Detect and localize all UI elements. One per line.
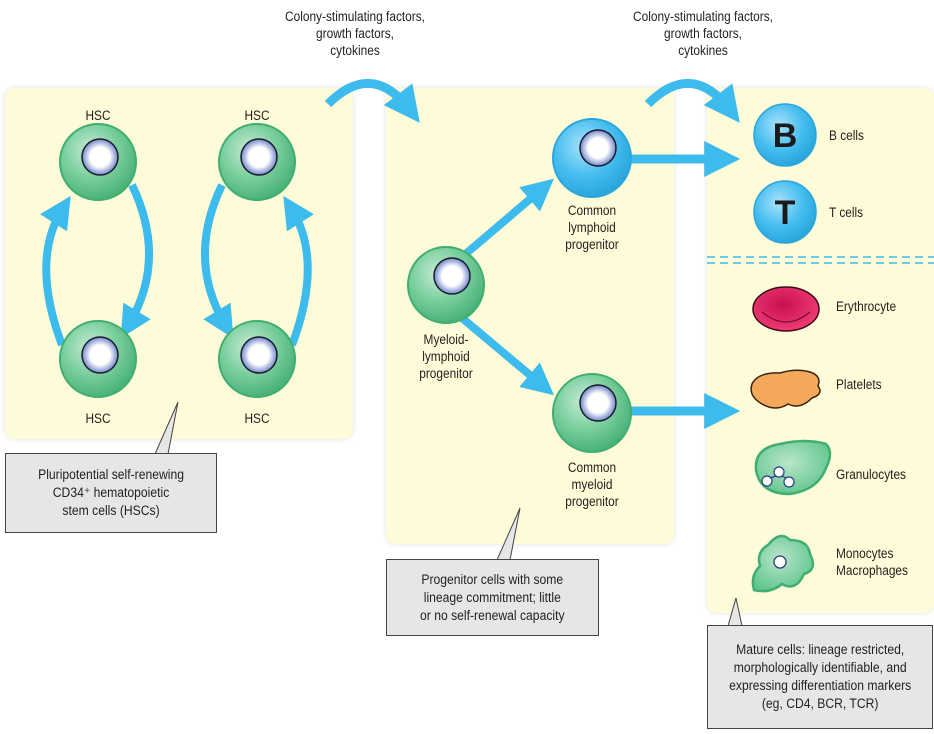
t-cell-icon: T xyxy=(753,180,817,244)
growth-factors-line: cytokines xyxy=(330,43,380,58)
common-lymphoid-progenitor-label: Common lymphoid progenitor xyxy=(548,202,636,253)
label-line: progenitor xyxy=(419,366,473,381)
granulocyte-icon xyxy=(754,439,832,496)
hsc-cell-top-left xyxy=(59,123,137,201)
growth-factors-label-1: Colony-stimulating factors, growth facto… xyxy=(280,8,430,59)
hsc-callout: Pluripotential self-renewing CD34⁺ hemat… xyxy=(5,453,217,533)
progenitor-callout: Progenitor cells with some lineage commi… xyxy=(386,559,599,636)
mature-cells-panel xyxy=(707,88,934,613)
callout-line: Pluripotential self-renewing xyxy=(38,467,184,482)
callout-line: Mature cells: lineage restricted, xyxy=(735,642,905,657)
hsc-label-top-right: HSC xyxy=(244,108,270,123)
growth-factors-line: Colony-stimulating factors, xyxy=(285,9,425,24)
label-line: Common xyxy=(567,203,617,218)
callout-line: expressing differentiation markers xyxy=(728,678,912,693)
callout-pointer-mature xyxy=(727,597,743,627)
t-cell-letter: T xyxy=(775,194,796,232)
callout-line: (eg, CD4, BCR, TCR) xyxy=(761,696,879,711)
renewal-arrow-right-up xyxy=(283,195,314,347)
b-cells-label: B cells xyxy=(829,128,864,143)
granulocytes-label: Granulocytes xyxy=(836,467,907,482)
growth-factors-line: cytokines xyxy=(678,43,728,58)
common-lymphoid-progenitor-cell xyxy=(552,118,632,198)
label-line: Common xyxy=(567,460,617,475)
label-line: Monocytes xyxy=(836,546,894,561)
callout-line: morphologically identifiable, and xyxy=(733,660,907,675)
renewal-arrow-left-up xyxy=(40,195,71,347)
callout-line: Progenitor cells with some xyxy=(421,571,564,587)
hsc-cell-bottom-right xyxy=(218,320,296,398)
hsc-label-bottom-right: HSC xyxy=(244,411,270,426)
common-myeloid-progenitor-label: Common myeloid progenitor xyxy=(548,459,636,510)
growth-factors-label-2: Colony-stimulating factors, growth facto… xyxy=(628,8,778,59)
transition-arrow-1 xyxy=(324,78,420,123)
erythrocyte-icon xyxy=(752,286,820,332)
label-line: lymphoid xyxy=(422,349,470,364)
monocyte-icon xyxy=(751,534,815,593)
transition-arrow-2 xyxy=(644,78,740,123)
b-cell-icon: B xyxy=(753,103,817,167)
callout-pointer-hsc xyxy=(154,401,179,455)
platelet-icon xyxy=(750,369,821,409)
renewal-arrow-left-down xyxy=(120,183,154,339)
t-cells-label: T cells xyxy=(829,205,864,220)
common-myeloid-progenitor-cell xyxy=(552,373,632,453)
label-line: Myeloid- xyxy=(423,332,469,347)
growth-factors-line: growth factors, xyxy=(316,26,394,41)
myeloid-lymphoid-progenitor-label: Myeloid- lymphoid progenitor xyxy=(402,331,490,382)
callout-line: stem cells (HSCs) xyxy=(62,503,160,518)
callout-line: CD34⁺ hematopoietic xyxy=(52,485,170,500)
platelets-label: Platelets xyxy=(836,377,882,392)
monocytes-macrophages-label: Monocytes Macrophages xyxy=(836,545,908,579)
callout-pointer-progenitor xyxy=(496,507,521,561)
label-line: lymphoid xyxy=(568,220,616,235)
hsc-label-top-left: HSC xyxy=(85,108,111,123)
renewal-arrow-right-down xyxy=(200,183,234,339)
arrow-to-myeloid xyxy=(459,314,555,396)
erythrocyte-label: Erythrocyte xyxy=(836,299,897,314)
label-line: progenitor xyxy=(565,494,619,509)
hsc-cell-bottom-left xyxy=(59,320,137,398)
growth-factors-line: Colony-stimulating factors, xyxy=(633,9,773,24)
callout-line: lineage commitment; little xyxy=(423,589,562,605)
b-cell-letter: B xyxy=(773,117,798,155)
myeloid-lymphoid-progenitor-cell xyxy=(407,246,485,324)
label-line: progenitor xyxy=(565,237,619,252)
callout-line: or no self-renewal capacity xyxy=(420,607,565,623)
label-line: Macrophages xyxy=(836,563,908,578)
hsc-cell-top-right xyxy=(218,123,296,201)
arrow-to-lymphoid xyxy=(459,178,554,261)
hsc-label-bottom-left: HSC xyxy=(85,411,111,426)
mature-cells-callout: Mature cells: lineage restricted, morpho… xyxy=(707,625,933,729)
growth-factors-line: growth factors, xyxy=(664,26,742,41)
label-line: myeloid xyxy=(571,477,613,492)
